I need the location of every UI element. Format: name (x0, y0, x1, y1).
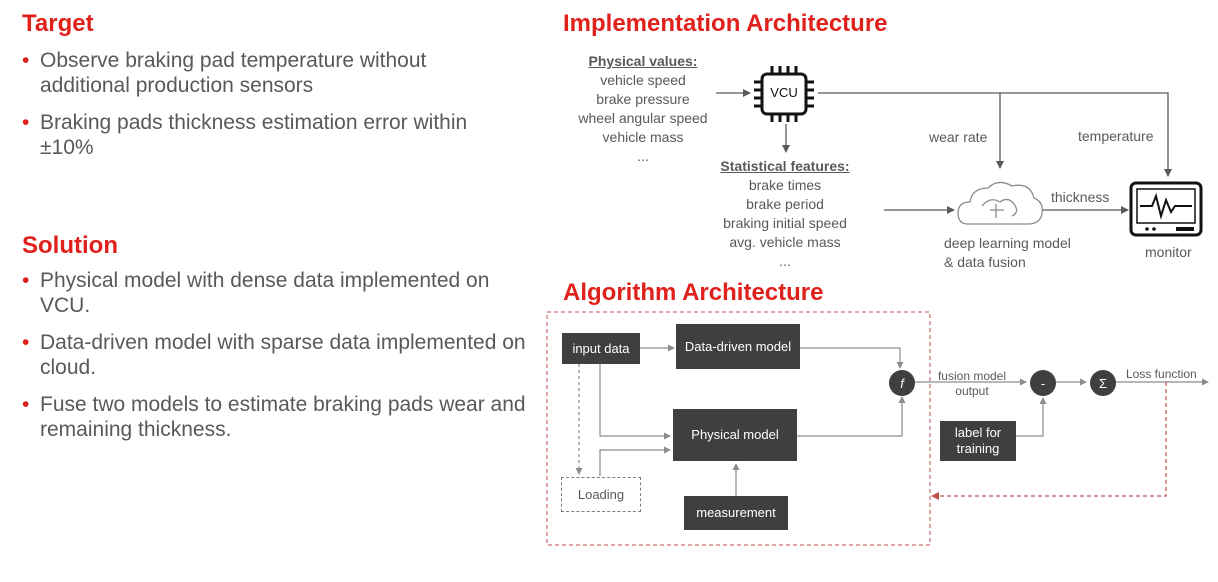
arrow-physical-to-f (797, 396, 906, 437)
target-heading: Target (22, 10, 94, 37)
fusion-f-node: f (889, 370, 915, 396)
data-driven-model-box: Data-driven model (676, 324, 800, 369)
statistical-features-header: Statistical features: (720, 158, 850, 174)
label-for-training-box: label for training (940, 421, 1016, 461)
measurement-box: measurement (684, 496, 788, 530)
input-data-box: input data (562, 333, 640, 364)
list-item: •Braking pads thickness estimation error… (22, 111, 468, 159)
statistical-feature: avg. vehicle mass (729, 234, 841, 250)
physical-value: vehicle mass (602, 129, 684, 145)
loading-box: Loading (561, 477, 641, 512)
target-list: •Observe braking pad temperature without… (22, 48, 502, 172)
algorithm-heading: Algorithm Architecture (563, 279, 824, 306)
physical-value: brake pressure (596, 91, 690, 107)
wear-rate-label: wear rate (929, 129, 988, 145)
list-item: •Physical model with dense data implemen… (22, 269, 490, 317)
physical-value: wheel angular speed (578, 110, 708, 126)
chip-icon (754, 66, 814, 122)
fusion-output-label: fusion model output (937, 369, 1007, 398)
physical-value: vehicle speed (600, 72, 686, 88)
arrow-datadriven-to-f (800, 347, 904, 369)
list-item: •Fuse two models to estimate braking pad… (22, 393, 526, 441)
temperature-label: temperature (1078, 128, 1154, 144)
arrow-label-to-minus (1016, 397, 1047, 437)
arrow-vcu-temperature (1000, 92, 1172, 177)
statistical-feature: brake period (746, 196, 824, 212)
statistical-features-block: Statistical features: brake times brake … (720, 157, 849, 271)
list-item: •Data-driven model with sparse data impl… (22, 331, 526, 379)
thickness-label: thickness (1051, 189, 1110, 205)
monitor-icon (1129, 181, 1203, 237)
implementation-heading: Implementation Architecture (563, 10, 888, 37)
physical-values-block: Physical values: vehicle speed brake pre… (578, 52, 707, 166)
arrow-loss-feedback (931, 382, 1167, 500)
vcu-label: VCU (770, 85, 798, 100)
list-item: •Observe braking pad temperature without… (22, 49, 427, 97)
arrow-input-to-physical (599, 364, 671, 440)
solution-list: •Physical model with dense data implemen… (22, 268, 537, 454)
statistical-feature: ... (779, 253, 791, 269)
dl-model-label: deep learning model & data fusion (944, 235, 1071, 270)
arrow-loading-to-physical (599, 446, 671, 476)
cloud-brain-icon (957, 181, 1043, 225)
minus-node: - (1030, 370, 1056, 396)
loss-function-label: Loss function (1126, 367, 1197, 381)
sigma-node: Σ (1090, 370, 1116, 396)
statistical-feature: braking initial speed (723, 215, 847, 231)
physical-model-box: Physical model (673, 409, 797, 461)
monitor-label: monitor (1145, 244, 1192, 260)
algorithm-frame (546, 311, 931, 546)
physical-value: ... (637, 148, 649, 164)
statistical-feature: brake times (748, 177, 822, 193)
physical-values-header: Physical values: (588, 53, 698, 69)
solution-heading: Solution (22, 232, 118, 259)
